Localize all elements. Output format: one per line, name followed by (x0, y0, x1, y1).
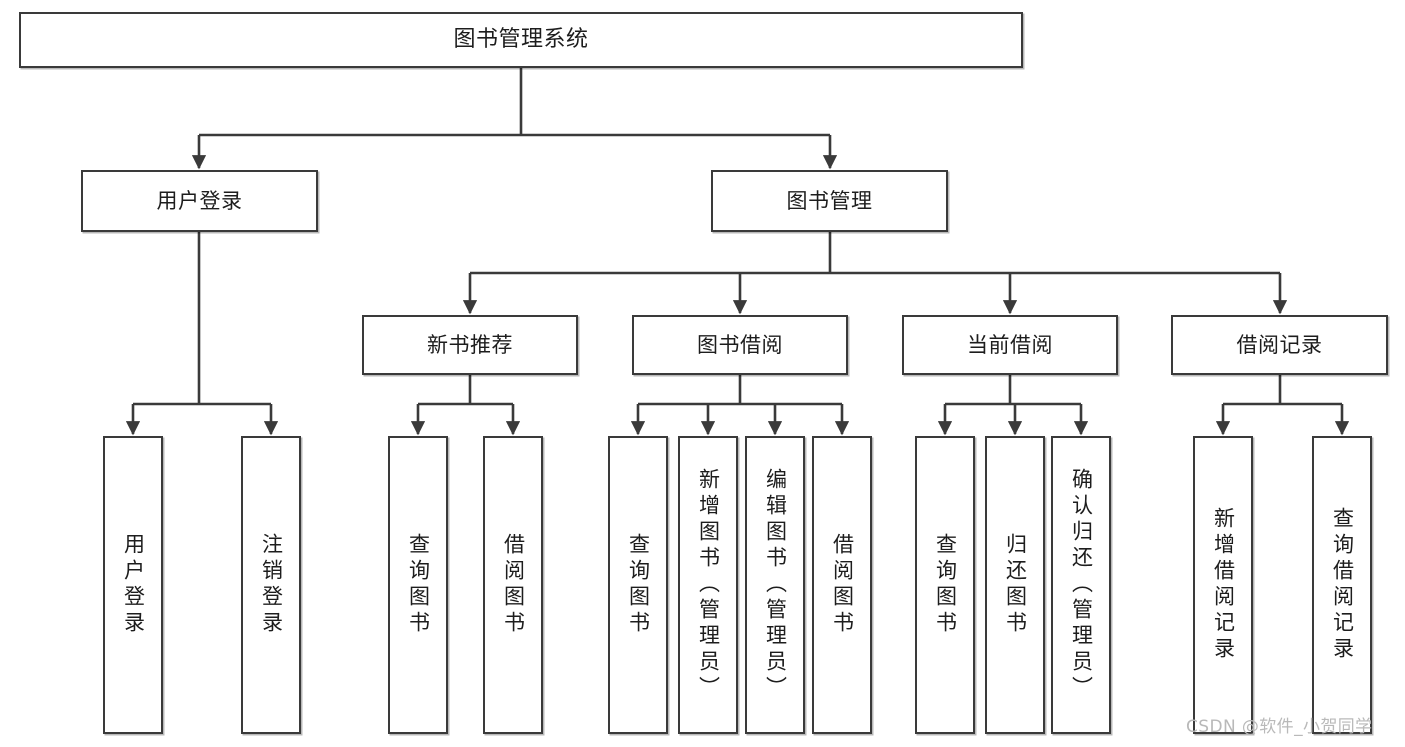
node-leaf-query-book-2-label: 查询图书 (626, 533, 651, 637)
node-leaf-query-record[interactable]: 查询借阅记录 (1312, 436, 1372, 734)
node-leaf-borrow-book-1-label: 借阅图书 (501, 533, 526, 637)
node-root-label: 图书管理系统 (453, 27, 589, 53)
node-book-manage-label: 图书管理 (786, 188, 873, 213)
node-leaf-query-book-3-label: 查询图书 (933, 533, 958, 637)
watermark: CSDN @软件_小贺同学 (1186, 717, 1373, 737)
node-book-borrow-label: 图书借阅 (697, 332, 783, 357)
node-current-borrow[interactable]: 当前借阅 (902, 315, 1118, 375)
node-book-manage[interactable]: 图书管理 (711, 170, 948, 232)
node-leaf-borrow-book-2[interactable]: 借阅图书 (812, 436, 872, 734)
node-leaf-query-book-1-label: 查询图书 (406, 533, 431, 637)
node-leaf-query-book-1[interactable]: 查询图书 (388, 436, 448, 734)
node-book-borrow[interactable]: 图书借阅 (632, 315, 848, 375)
node-leaf-edit-book-label: 编辑图书（管理员） (763, 468, 788, 702)
node-leaf-user-logout-label: 注销登录 (259, 533, 284, 637)
node-leaf-confirm-return[interactable]: 确认归还（管理员） (1051, 436, 1111, 734)
node-leaf-borrow-book-2-label: 借阅图书 (830, 533, 855, 637)
node-leaf-return-book[interactable]: 归还图书 (985, 436, 1045, 734)
node-leaf-query-book-2[interactable]: 查询图书 (608, 436, 668, 734)
node-root[interactable]: 图书管理系统 (19, 12, 1023, 68)
node-leaf-edit-book[interactable]: 编辑图书（管理员） (745, 436, 805, 734)
node-leaf-user-login-label: 用户登录 (121, 533, 146, 637)
node-leaf-confirm-return-label: 确认归还（管理员） (1069, 468, 1094, 702)
node-leaf-query-book-3[interactable]: 查询图书 (915, 436, 975, 734)
node-leaf-add-book[interactable]: 新增图书（管理员） (678, 436, 738, 734)
node-leaf-add-book-label: 新增图书（管理员） (696, 468, 721, 702)
node-leaf-borrow-book-1[interactable]: 借阅图书 (483, 436, 543, 734)
node-borrow-record[interactable]: 借阅记录 (1171, 315, 1388, 375)
node-leaf-add-record[interactable]: 新增借阅记录 (1193, 436, 1253, 734)
node-leaf-return-book-label: 归还图书 (1003, 533, 1028, 637)
node-new-book-rec-label: 新书推荐 (427, 332, 513, 357)
node-leaf-user-login[interactable]: 用户登录 (103, 436, 163, 734)
node-borrow-record-label: 借阅记录 (1236, 332, 1323, 357)
node-user-login[interactable]: 用户登录 (81, 170, 318, 232)
node-user-login-label: 用户登录 (156, 188, 243, 213)
node-leaf-add-record-label: 新增借阅记录 (1211, 507, 1236, 663)
node-leaf-user-logout[interactable]: 注销登录 (241, 436, 301, 734)
node-current-borrow-label: 当前借阅 (967, 332, 1053, 357)
node-new-book-rec[interactable]: 新书推荐 (362, 315, 578, 375)
node-leaf-query-record-label: 查询借阅记录 (1330, 507, 1355, 663)
